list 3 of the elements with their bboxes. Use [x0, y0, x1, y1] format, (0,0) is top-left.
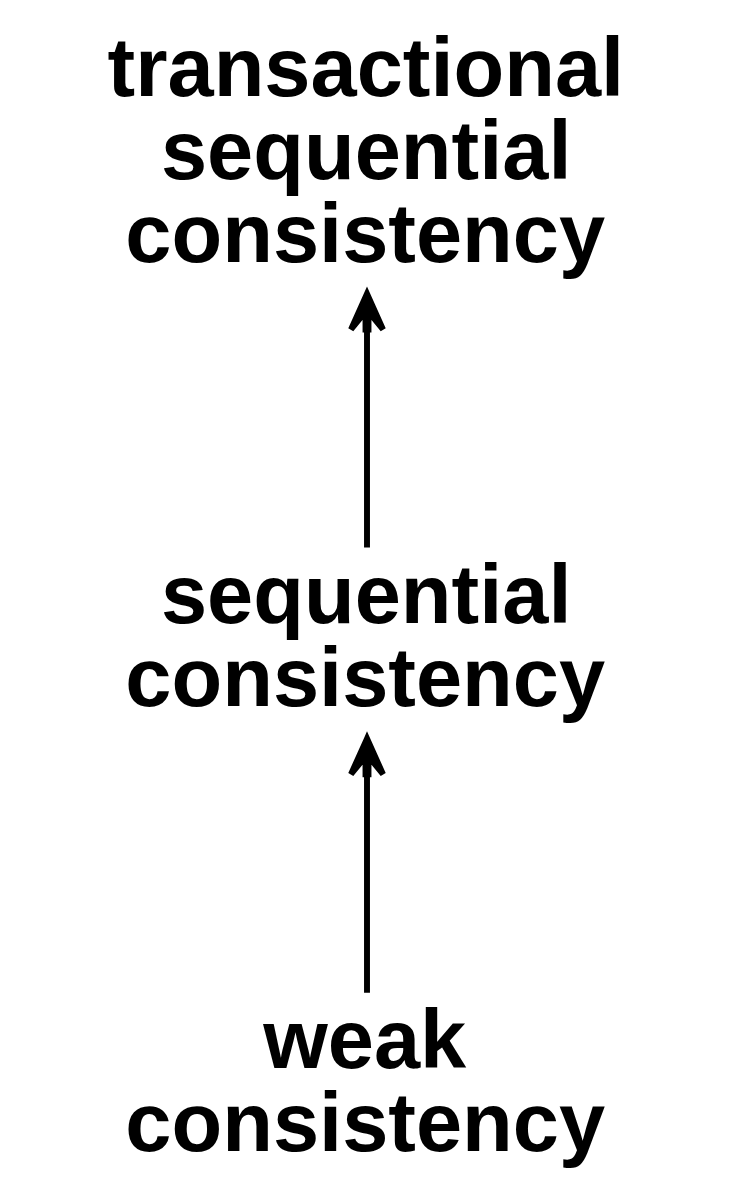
- node-text: sequential consistency: [125, 548, 606, 725]
- node-text: weak consistency: [125, 993, 606, 1170]
- node-text: transactional sequential consistency: [107, 20, 625, 280]
